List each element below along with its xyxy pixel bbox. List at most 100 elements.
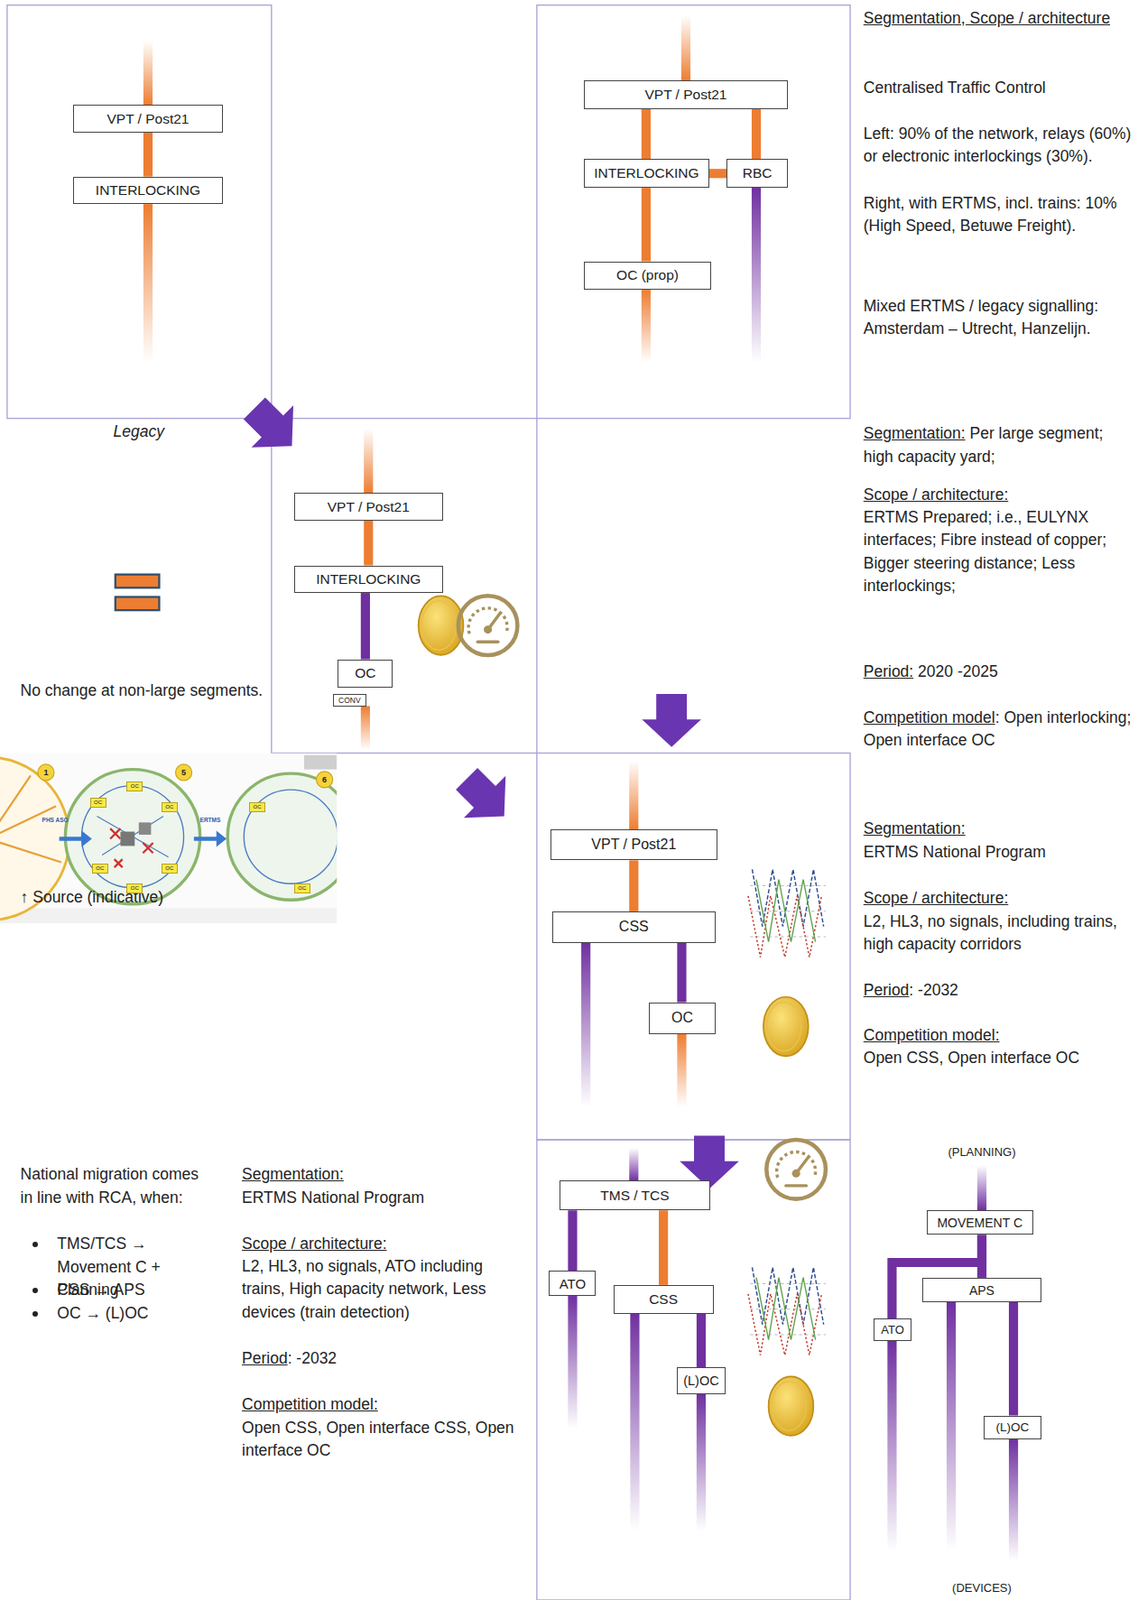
section-heading: Period	[863, 980, 910, 1000]
text-paragraph: Centralised Traffic Control	[863, 76, 1136, 100]
box-label: VPT / Post21	[644, 86, 727, 103]
box-label: RBC	[742, 165, 773, 182]
note-text: OC → (L)OC	[56, 1304, 149, 1323]
text-paragraph: ERTMS National Program	[863, 841, 1136, 864]
bullet-dot	[32, 1311, 38, 1317]
text-paragraph: ERTMS Prepared; i.e., EULYNX interfaces;…	[863, 506, 1136, 599]
section-heading: Scope / architecture:	[241, 1234, 388, 1253]
text-paragraph: L2, HL3, no signals, ATO including train…	[241, 1255, 523, 1324]
text-paragraph: Period: -2032	[863, 979, 1136, 1002]
system-box: CONV	[333, 693, 367, 707]
oc-tag: OC	[126, 883, 143, 894]
section-heading: Segmentation:	[241, 1165, 344, 1184]
oc-tag: OC	[294, 883, 311, 894]
system-box: VPT / Post21	[294, 492, 444, 521]
section-heading: Competition model:	[863, 1026, 1000, 1045]
note-text: Right, with ERTMS, incl. trains: 10% (Hi…	[863, 194, 1118, 235]
note-text: ERTMS National Program	[863, 842, 1046, 861]
system-box: CSS	[613, 1285, 714, 1314]
system-box: VPT / Post21	[583, 80, 788, 110]
note-text: Left: 90% of the network, relays (60%) o…	[863, 124, 1132, 166]
system-box: OC	[648, 1002, 716, 1035]
text-paragraph: Segmentation, Scope / architecture	[863, 7, 1136, 30]
box-label: OC	[354, 665, 376, 682]
box-label: ATO	[559, 1276, 586, 1292]
text-paragraph: OC → (L)OC	[56, 1302, 221, 1325]
note-text: 2020 -2025	[917, 662, 999, 681]
box-label: MOVEMENT C	[936, 1215, 1023, 1231]
system-box: MOVEMENT C	[926, 1210, 1034, 1235]
note-text: L2, HL3, no signals, including trains, h…	[863, 912, 1118, 953]
signal-link	[143, 132, 153, 177]
signal-link	[629, 860, 639, 912]
signal-link	[709, 168, 727, 178]
box-label: ATO	[880, 1323, 905, 1337]
system-box: INTERLOCKING	[583, 158, 710, 188]
arrow-caption: ERTMS	[189, 816, 231, 824]
note-text: No change at non-large segments.	[20, 679, 266, 703]
signal-link	[363, 520, 373, 566]
oc-tag: OC	[161, 802, 178, 813]
signal-link	[641, 109, 651, 159]
text-paragraph: ERTMS National Program	[241, 1186, 523, 1210]
system-box: OC (prop)	[583, 261, 712, 291]
text-paragraph: Open CSS, Open interface CSS, Open inter…	[241, 1416, 523, 1463]
note-text: Legacy	[77, 420, 201, 444]
callout-number: 5	[175, 765, 193, 780]
oc-tag: OC	[161, 863, 178, 874]
system-box: INTERLOCKING	[294, 565, 444, 594]
callout-number: 1	[37, 765, 55, 780]
text-paragraph: Period: -2032	[241, 1347, 523, 1370]
system-box: VPT / Post21	[73, 104, 223, 133]
system-box: VPT / Post21	[550, 829, 718, 861]
oc-tag: OC	[249, 802, 266, 813]
section-heading: Segmentation:	[863, 819, 966, 838]
system-box: RBC	[726, 158, 788, 188]
bullet-dot	[32, 1241, 38, 1248]
note-text: (PLANNING)	[920, 1140, 1044, 1164]
note-text: Open CSS, Open interface CSS, Open inter…	[241, 1418, 515, 1460]
section-heading: Competition model:	[241, 1395, 379, 1414]
text-paragraph: Scope / architecture:	[241, 1232, 523, 1256]
oc-tag: OC	[90, 797, 107, 808]
signal-link	[567, 1210, 577, 1271]
section-heading: Segmentation, Scope / architecture	[863, 9, 1111, 28]
section-heading: Period:	[863, 662, 914, 681]
note-text: CSS → APS	[56, 1280, 145, 1299]
callout-number: 6	[316, 772, 334, 787]
box-label: VPT / Post21	[327, 499, 410, 516]
section-heading: Competition model	[863, 708, 996, 727]
note-text: : -2032	[908, 980, 958, 1000]
text-paragraph: Competition model:	[863, 1024, 1136, 1047]
system-box: (L)OC	[983, 1415, 1041, 1440]
section-heading: Period	[241, 1349, 288, 1368]
text-paragraph: Right, with ERTMS, incl. trains: 10% (Hi…	[863, 192, 1136, 239]
signal-link	[696, 1313, 706, 1369]
text-paragraph: Mixed ERTMS / legacy signalling: Amsterd…	[863, 295, 1136, 342]
text-paragraph: Open CSS, Open interface OC	[863, 1046, 1136, 1070]
text-paragraph: Segmentation:	[241, 1163, 523, 1186]
signal-link	[676, 943, 686, 1003]
text-paragraph: Period:2020 -2025	[863, 660, 1136, 684]
system-box: CSS	[552, 911, 716, 944]
section-heading: Scope / architecture:	[863, 485, 1009, 504]
text-paragraph: L2, HL3, no signals, including trains, h…	[863, 910, 1136, 957]
note-text: (DEVICES)	[920, 1576, 1044, 1600]
note-text: National migration comes in line with RC…	[20, 1165, 199, 1206]
box-label: INTERLOCKING	[95, 182, 201, 199]
system-box: APS	[922, 1277, 1041, 1303]
system-box: INTERLOCKING	[73, 176, 223, 205]
text-paragraph: Left: 90% of the network, relays (60%) o…	[863, 122, 1136, 169]
system-box: ATO	[548, 1270, 596, 1296]
text-paragraph: National migration comes in line with RC…	[20, 1163, 215, 1210]
box-label: OC	[671, 1009, 694, 1027]
text-paragraph: Scope / architecture:	[863, 483, 1136, 507]
signal-link	[891, 1234, 982, 1319]
box-label: INTERLOCKING	[593, 165, 699, 182]
note-text: ERTMS National Program	[241, 1188, 425, 1207]
text-paragraph: Segmentation:Per large segment; high cap…	[863, 422, 1136, 469]
system-box: TMS / TCS	[559, 1180, 711, 1211]
signal-link	[641, 187, 651, 261]
note-text: L2, HL3, no signals, ATO including train…	[241, 1257, 486, 1322]
